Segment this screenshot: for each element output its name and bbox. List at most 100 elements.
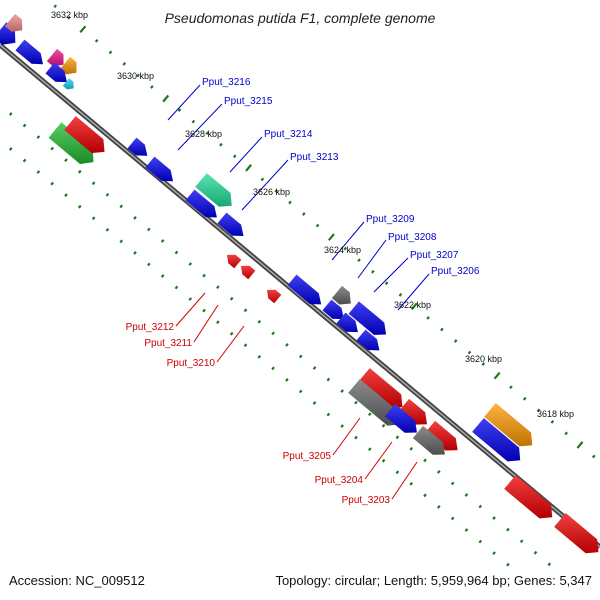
scale-tick xyxy=(298,389,303,394)
scale-label: 3622 kbp xyxy=(394,300,431,310)
label-leader xyxy=(193,304,219,343)
scale-tick xyxy=(450,481,455,486)
gene-arrow-shading xyxy=(424,420,458,451)
scale-tick xyxy=(108,50,113,55)
scale-label: 3632 kbp xyxy=(51,10,88,20)
scale-tick xyxy=(464,493,469,497)
label-leaders xyxy=(167,84,430,500)
reverse-gene-label: Pput_3203 xyxy=(342,495,391,506)
reverse-gene-label: Pput_3210 xyxy=(167,358,216,369)
gene-arrow-shading xyxy=(267,289,282,304)
scale-tick xyxy=(271,331,275,336)
scale-tick xyxy=(285,343,289,347)
reverse-gene-label: Pput_3211 xyxy=(144,338,192,349)
scale-tick xyxy=(245,164,252,172)
reverse-gene-label: Pput_3204 xyxy=(315,475,364,486)
scale-tick xyxy=(409,446,414,451)
scale-tick xyxy=(147,227,151,232)
scale-tick xyxy=(440,327,444,332)
label-leader xyxy=(167,84,201,121)
scale-tick xyxy=(271,366,275,371)
scale-tick xyxy=(136,73,140,78)
scale-tick xyxy=(493,371,501,380)
scale-tick xyxy=(160,274,165,278)
scale-tick xyxy=(122,62,127,66)
scale-tick xyxy=(288,200,292,205)
scale-tick xyxy=(410,302,418,311)
scale-tick xyxy=(298,354,303,359)
scale-tick xyxy=(53,4,58,9)
gene-arrow-shading xyxy=(398,398,427,425)
scale-tick xyxy=(22,158,27,163)
scale-tick xyxy=(191,119,196,124)
scale-tick xyxy=(492,516,496,520)
label-leader xyxy=(229,136,263,173)
scale-tick xyxy=(591,454,596,459)
gene-arrow-shading xyxy=(46,48,64,67)
scale-tick xyxy=(174,285,179,290)
gene-arrow-shading xyxy=(336,312,358,333)
gene-arrow-shading xyxy=(241,265,256,280)
scale-tick xyxy=(340,424,344,428)
scale-tick xyxy=(357,258,361,263)
scale-tick xyxy=(77,204,82,209)
label-leader xyxy=(241,159,289,211)
gene-arrow-shading xyxy=(45,62,67,83)
scale-tick xyxy=(326,377,331,382)
scale-tick xyxy=(547,562,552,567)
label-leader xyxy=(357,239,387,279)
scale-tick xyxy=(467,350,472,355)
scale-tick xyxy=(536,408,541,413)
scale-tick xyxy=(91,181,96,186)
scale-tick xyxy=(8,112,13,116)
scale-tick xyxy=(478,504,483,509)
scale-tick xyxy=(105,227,110,232)
label-leader xyxy=(332,417,361,456)
scale-tick xyxy=(77,169,82,174)
scale-tick xyxy=(354,400,358,405)
scale-tick xyxy=(36,135,41,139)
scale-tick xyxy=(162,94,170,103)
scale-tick xyxy=(437,470,441,474)
scale-tick xyxy=(257,319,262,324)
scale-tick xyxy=(64,158,68,163)
scale-tick xyxy=(205,131,209,136)
scale-tick xyxy=(371,269,375,274)
scale-tick xyxy=(257,354,262,359)
gene-arrow-shading xyxy=(127,137,148,156)
label-leader xyxy=(216,325,245,363)
scale-tick xyxy=(229,296,234,301)
gene-arrow-shading xyxy=(217,212,244,236)
scale-tick xyxy=(367,412,372,417)
scale-tick xyxy=(340,389,344,393)
reverse-gene-label: Pput_3205 xyxy=(283,451,332,462)
scale-tick xyxy=(133,216,137,220)
gene-arrow-shading xyxy=(145,156,173,182)
forward-gene-label: Pput_3209 xyxy=(366,214,415,225)
scale-tick xyxy=(533,550,538,555)
scale-tick xyxy=(464,528,469,532)
gene-arrow-shading xyxy=(287,274,322,305)
scale-tick xyxy=(285,378,289,382)
gene-arrow-shading xyxy=(15,39,43,65)
scale-ticks xyxy=(8,4,596,567)
gene-arrow-shading xyxy=(62,78,74,90)
scale-tick xyxy=(453,339,458,343)
scale-tick xyxy=(576,441,584,449)
gene-arrow-shading xyxy=(64,116,105,153)
scale-tick xyxy=(381,423,386,428)
scale-tick xyxy=(564,431,568,436)
gene-arrow-shading xyxy=(4,13,23,32)
gene-arrow-shading xyxy=(412,425,445,455)
scale-label: 3628 kbp xyxy=(185,129,222,139)
scale-tick xyxy=(50,146,54,151)
gene-arrow-shading xyxy=(185,189,217,218)
scale-tick xyxy=(8,147,13,151)
forward-gene-label: Pput_3213 xyxy=(290,152,339,163)
scale-tick xyxy=(437,505,441,509)
scale-tick xyxy=(119,239,124,244)
scale-tick xyxy=(36,170,41,174)
scale-tick xyxy=(174,250,179,255)
gene-arrow-shading xyxy=(195,173,232,207)
scale-tick xyxy=(509,385,513,390)
